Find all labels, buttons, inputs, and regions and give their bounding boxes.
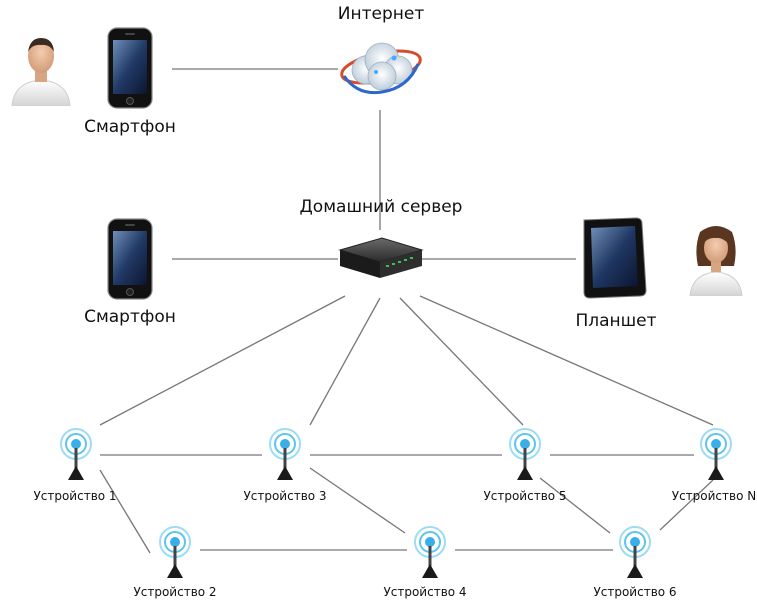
smartphone-mid-label: Смартфон — [84, 307, 176, 327]
wireless-sensor-icon — [414, 526, 446, 578]
link-server-dev5 — [399, 297, 524, 426]
link-dev6-devN — [659, 479, 714, 531]
internet-label: Интернет — [337, 4, 425, 24]
wireless-sensor-icon — [700, 428, 732, 480]
device-1-label: Устройство 1 — [33, 489, 117, 503]
device-3-label: Устройство 3 — [243, 489, 327, 503]
wireless-sensor-icon — [619, 526, 651, 578]
device-6-label: Устройство 6 — [593, 585, 677, 599]
person-female-icon — [689, 226, 743, 296]
internet-cloud-icon — [340, 42, 422, 95]
smartphone-top-label: Смартфон — [84, 117, 176, 137]
link-server-devN — [419, 295, 714, 426]
wireless-sensor-icon — [509, 428, 541, 480]
person-male-icon — [11, 38, 71, 106]
link-dev3-dev4 — [309, 467, 406, 534]
smartphone-icon — [107, 218, 153, 300]
home-server-icon — [338, 237, 424, 278]
device-4-label: Устройство 4 — [383, 585, 467, 599]
link-server-dev1 — [99, 295, 346, 426]
device-5-label: Устройство 5 — [483, 489, 567, 503]
tablet-label: Планшет — [575, 311, 657, 331]
home-server-label: Домашний сервер — [299, 197, 463, 217]
wireless-sensor-icon — [60, 428, 92, 480]
link-dev1-dev2 — [99, 469, 151, 554]
wireless-sensor-icon — [159, 526, 191, 578]
link-dev5-dev6 — [539, 477, 611, 534]
wireless-sensor-icon — [269, 428, 301, 480]
device-2-label: Устройство 2 — [133, 585, 217, 599]
device-n-label: Устройство N — [671, 489, 757, 503]
link-server-dev3 — [309, 297, 381, 426]
smartphone-icon — [107, 27, 153, 109]
tablet-icon — [583, 217, 647, 299]
